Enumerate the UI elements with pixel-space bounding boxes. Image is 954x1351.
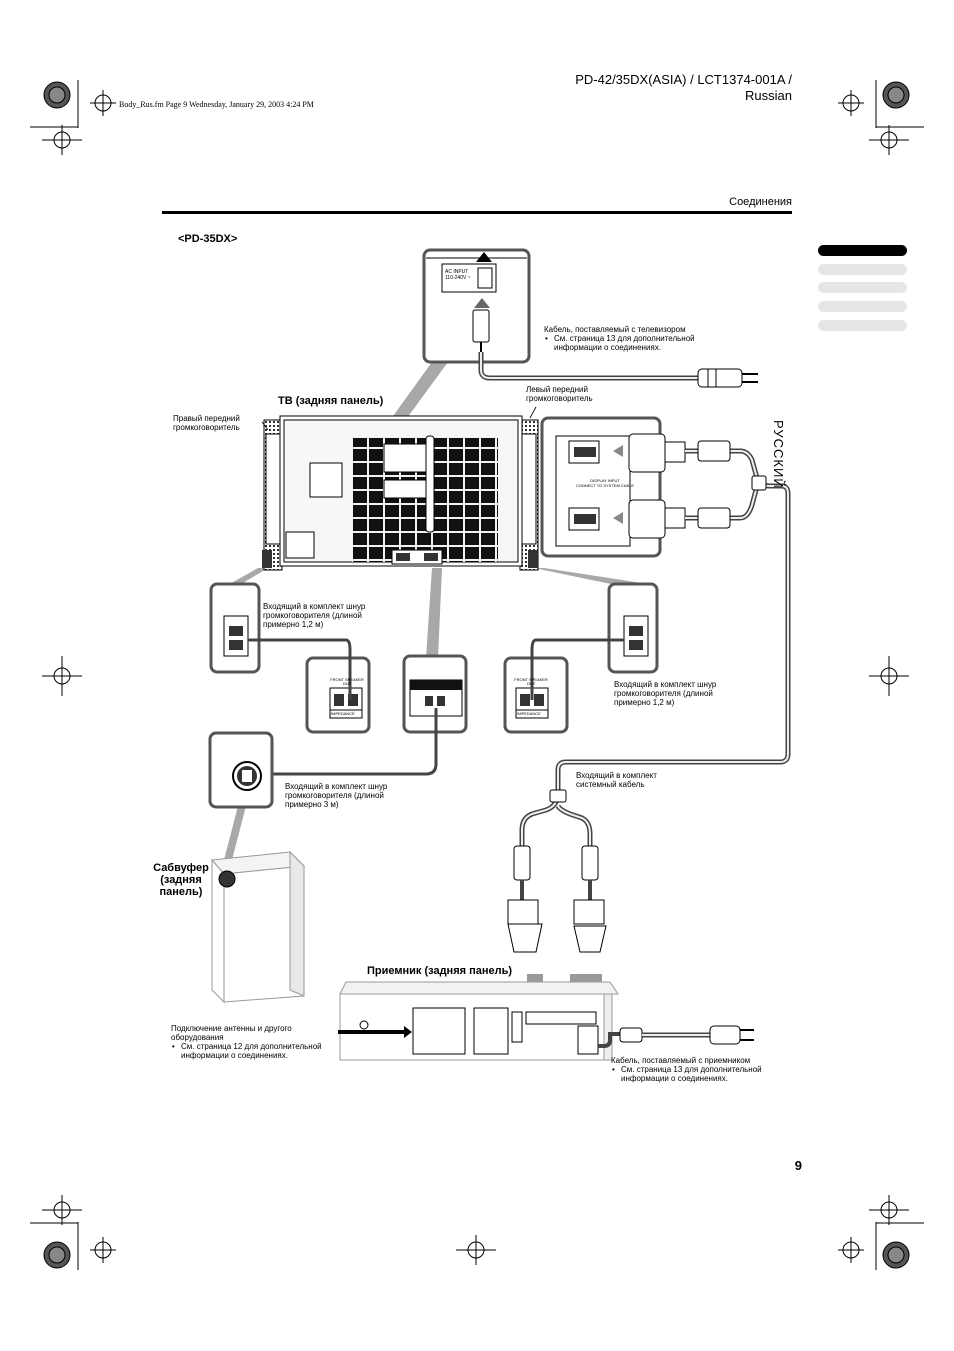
header-rule — [162, 211, 792, 214]
tv-cable-note: Кабель, поставляемый с телевизором См. с… — [544, 325, 724, 352]
receiver-rear — [338, 981, 619, 1061]
reg-mark-bottom-center — [456, 1235, 496, 1265]
receiver-power-plug — [619, 1025, 754, 1045]
terminal-label-left: FRONT SPEAKER OUT — [514, 677, 548, 686]
terminal-label-right: FRONT SPEAKER OUT — [330, 677, 364, 686]
subwoofer-cord-note: Входящий в комплект шнур громкоговорител… — [285, 782, 388, 809]
subwoofer-cabinet — [210, 850, 306, 1004]
reg-mark-top-right — [838, 80, 924, 155]
impedance-label-left: IMPEDANCE — [517, 711, 541, 716]
language-tab[interactable] — [818, 264, 907, 275]
page-number: 9 — [794, 1158, 802, 1173]
subwoofer-label: Сабвуфер (задняя панель) — [153, 862, 209, 898]
impedance-label-right: IMPEDANCE — [331, 711, 355, 716]
language-side-label: РУССКИЙ — [771, 420, 786, 489]
receiver-power-cable — [598, 1032, 620, 1048]
file-info: Body_Rus.fm Page 9 Wednesday, January 29… — [119, 100, 314, 109]
receiver-rear-label: Приемник (задняя панель) — [367, 965, 513, 977]
subwoofer-callout — [208, 731, 274, 809]
antenna-note: Подключение антенны и другого оборудован… — [171, 1024, 341, 1060]
left-front-speaker-label: Левый передний громкоговоритель — [526, 385, 593, 403]
reg-mark-bottom-left — [30, 1195, 116, 1270]
reg-mark-mid-right — [869, 656, 909, 696]
ac-input-label: AC INPUT 110-240V ~ — [445, 269, 471, 281]
reg-mark-top-left — [30, 80, 116, 155]
right-front-speaker-label: Правый передний громкоговоритель — [173, 414, 240, 432]
speaker-terminal-callouts — [209, 582, 659, 734]
ac-input-callout — [422, 248, 531, 364]
speaker-cord-note-left: Входящий в комплект шнур громкоговорител… — [263, 602, 366, 629]
display-input-label: DISPLAY INPUT CONNECT TO SYSTEM CABLE — [575, 478, 634, 488]
system-cable-note: Входящий в комплект системный кабель — [576, 771, 657, 789]
speaker-cord-note-right: Входящий в комплект шнур громкоговорител… — [614, 680, 717, 707]
tv-power-plug — [697, 368, 758, 388]
language-tab[interactable] — [818, 282, 907, 293]
reg-mark-mid-left — [42, 656, 82, 696]
reg-mark-bottom-right — [838, 1195, 924, 1270]
leader-lines — [261, 406, 537, 431]
receiver-cable-note: Кабель, поставляемый с приемником См. ст… — [611, 1056, 786, 1083]
model-label: <PD-35DX> — [178, 233, 238, 245]
language-tab-active[interactable] — [818, 245, 907, 256]
tv-rear-panel — [262, 415, 539, 571]
tv-rear-label: ТВ (задняя панель) — [278, 395, 384, 407]
doc-id: PD-42/35DX(ASIA) / LCT1374-001A / Russia… — [575, 72, 792, 103]
language-tab[interactable] — [818, 320, 907, 331]
system-cable — [519, 448, 791, 846]
language-tab[interactable] — [818, 301, 907, 312]
display-input-callout — [540, 416, 686, 558]
section-title: Соединения — [729, 196, 792, 208]
registration-marks — [30, 80, 924, 1270]
